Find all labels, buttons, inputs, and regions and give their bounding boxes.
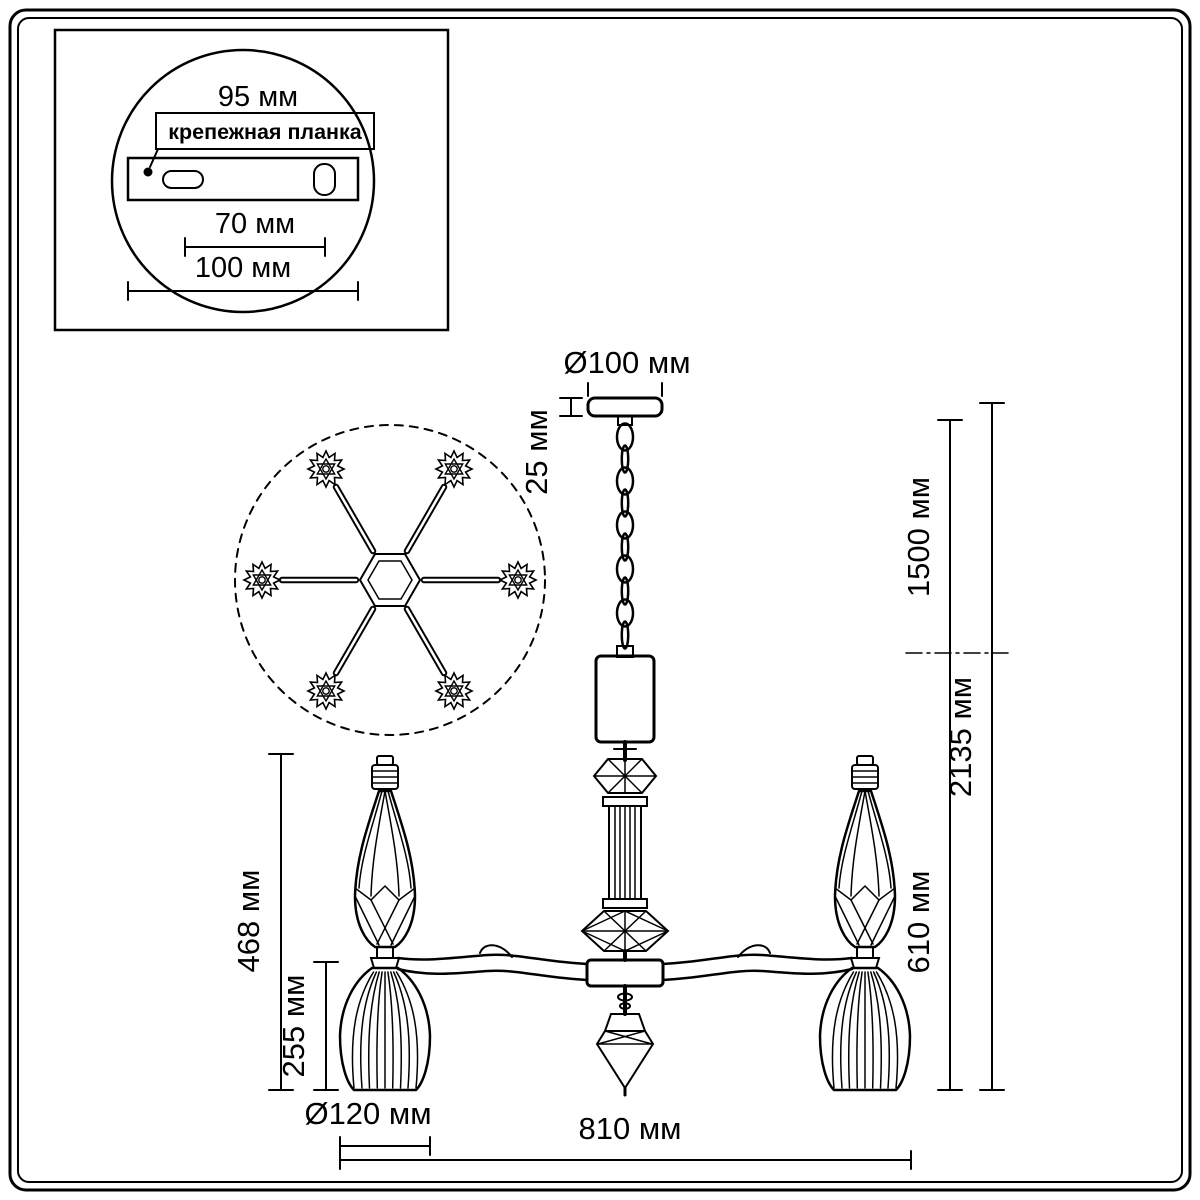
- dim-canopy-height: 25 мм: [519, 397, 583, 495]
- lamp-left: [338, 754, 432, 1092]
- bracket-callout-box: [155, 112, 375, 150]
- inset-border: [53, 28, 450, 332]
- dim-canopy-height-label: 25 мм: [519, 409, 554, 495]
- dim-shade-diameter-label: Ø120 мм: [304, 1096, 431, 1131]
- center-hub-hexagon: [358, 553, 422, 607]
- lamp-position-icon: [499, 561, 537, 599]
- dim-fixture-width-label: 810 мм: [579, 1111, 682, 1146]
- lamp-position-icon: [435, 672, 473, 710]
- right-arm: [661, 944, 854, 982]
- dim-shade-diameter: Ø120 мм: [304, 1096, 432, 1156]
- dim-fixture-height: 610 мм: [901, 652, 963, 1091]
- lamp-position-icon: [243, 561, 281, 599]
- mounting-plate: [126, 156, 360, 202]
- upper-cylinder: [594, 654, 656, 744]
- dim-lamp-height-label: 468 мм: [231, 870, 266, 973]
- dim-fixture-width: 810 мм: [339, 1111, 912, 1170]
- dim-shade-height: 255 мм: [276, 961, 339, 1091]
- dim-total-height: 2135 мм: [943, 402, 1005, 1091]
- chain: [615, 422, 635, 658]
- dim-70: 70 мм: [184, 208, 326, 257]
- dim-chain-length-label: 1500 мм: [901, 477, 936, 597]
- ceiling-cup-outline: [110, 48, 376, 314]
- dim-shade-height-label: 255 мм: [276, 975, 311, 1078]
- crystal-bead-upper: [592, 758, 658, 794]
- fluted-column: [602, 796, 648, 909]
- stem-assembly: [580, 654, 670, 988]
- mounting-slot-right: [313, 163, 336, 196]
- top-view: [234, 424, 546, 736]
- callout-dot: [143, 167, 153, 177]
- canopy: Ø100 мм: [563, 345, 691, 426]
- top-view-outline: [234, 424, 546, 736]
- dim-fixture-height-label: 610 мм: [901, 871, 936, 974]
- lamp-position-icon: [307, 450, 345, 488]
- lamp-position-icon: [307, 672, 345, 710]
- dim-chain-length: 1500 мм: [901, 419, 963, 654]
- lamp-right: [818, 754, 912, 1092]
- arm-spokes: [278, 483, 502, 677]
- crystal-bead-lower: [580, 910, 670, 952]
- dim-total-height-label: 2135 мм: [943, 677, 978, 797]
- dim-70-label: 70 мм: [215, 208, 295, 240]
- dim-lamp-height: 468 мм: [231, 753, 294, 1091]
- side-view: Ø100 мм 25 мм: [338, 345, 912, 1097]
- arm-hub: [585, 958, 665, 988]
- dim-100: 100 мм: [127, 252, 359, 301]
- left-arm: [396, 944, 589, 982]
- page-frame: [8, 8, 1192, 1192]
- dim-100-label: 100 мм: [195, 252, 291, 284]
- lamp-position-icon: [435, 450, 473, 488]
- mounting-slot-left: [162, 170, 204, 189]
- mounting-plate-inset: 95 мм крепежная планка 70 мм 100 мм: [53, 28, 450, 332]
- dim-canopy-diameter-label: Ø100 мм: [563, 345, 690, 380]
- dim-95-label: 95 мм: [218, 81, 298, 113]
- bracket-label: крепежная планка: [168, 120, 363, 144]
- bottom-finial: [595, 984, 655, 1097]
